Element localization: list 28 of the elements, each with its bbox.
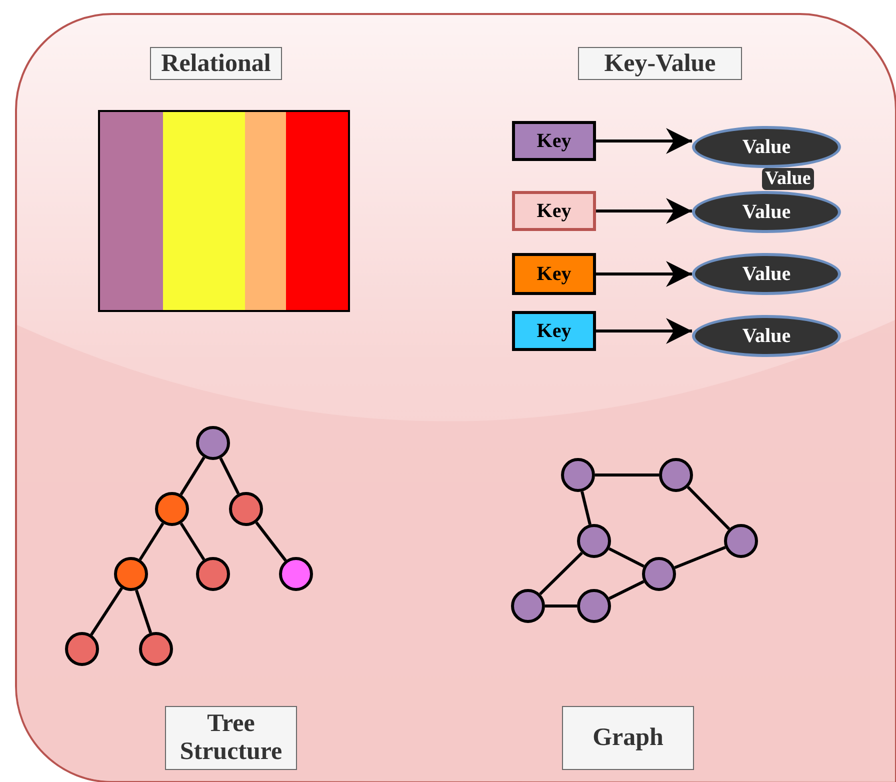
section-title: Key-Value bbox=[578, 47, 742, 80]
section-title: Relational bbox=[150, 47, 282, 80]
key-box: Key bbox=[512, 121, 596, 161]
connector-line bbox=[580, 491, 592, 525]
connector-line bbox=[219, 458, 240, 494]
key-box: Key bbox=[512, 191, 596, 231]
connector-line bbox=[674, 546, 726, 570]
arrow bbox=[596, 318, 692, 344]
section-title: Tree Structure bbox=[165, 706, 297, 770]
connector-line bbox=[180, 456, 206, 496]
connector-line bbox=[255, 522, 287, 562]
connector-line bbox=[134, 590, 152, 634]
connector-line bbox=[608, 547, 645, 568]
connector-line bbox=[138, 522, 164, 560]
stray-label: Value bbox=[762, 168, 814, 190]
section-title: Graph bbox=[562, 706, 694, 770]
connector-line bbox=[539, 552, 583, 596]
connector-line bbox=[545, 604, 577, 608]
arrow bbox=[596, 198, 692, 224]
arrow bbox=[596, 128, 692, 154]
connector-line bbox=[90, 587, 123, 636]
key-box: Key bbox=[512, 311, 596, 351]
arrow bbox=[596, 261, 692, 287]
connector-line bbox=[686, 486, 730, 530]
connector-line bbox=[608, 580, 644, 600]
key-box: Key bbox=[512, 253, 596, 295]
connector-line bbox=[595, 474, 659, 476]
connector-line bbox=[180, 522, 206, 560]
